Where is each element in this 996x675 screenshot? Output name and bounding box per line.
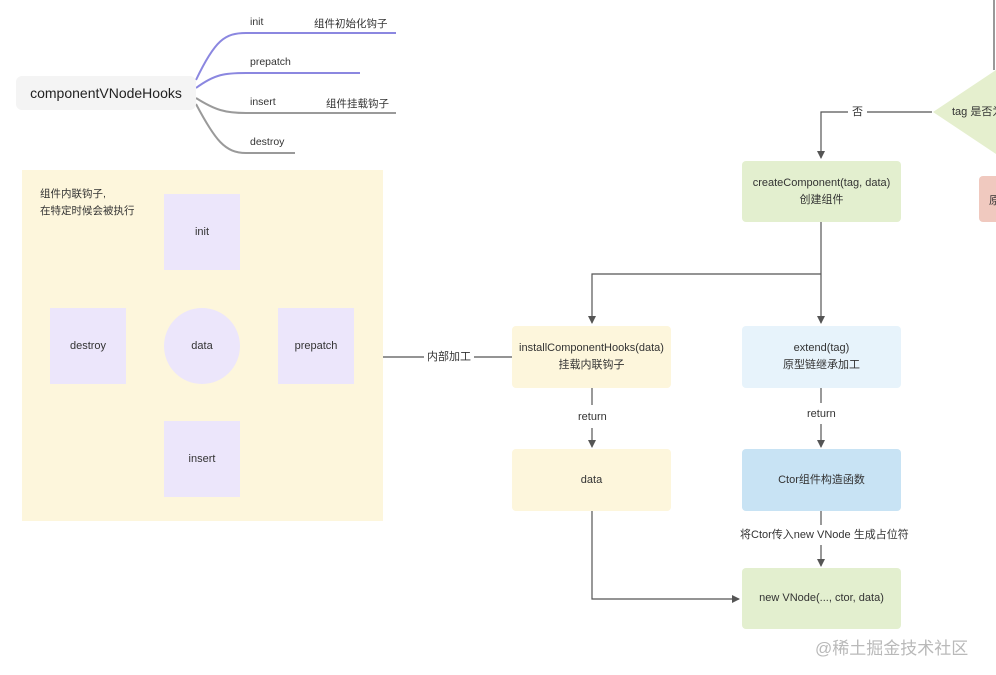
ctor-to-vnode-label: 将Ctor传入new VNode 生成占位符 bbox=[738, 528, 911, 542]
branch-insert-note: 组件挂载钩子 bbox=[326, 98, 389, 110]
branch-destroy-curve bbox=[195, 103, 295, 154]
return-left-label: return bbox=[576, 410, 609, 424]
hooks-panel-title-line1: 组件内联钩子, bbox=[40, 188, 106, 200]
hooks-panel-title-line2: 在特定时候会被执行 bbox=[40, 205, 135, 217]
create-component-box: createComponent(tag, data) 创建组件 bbox=[742, 161, 901, 222]
hook-destroy-box: destroy bbox=[50, 308, 126, 384]
internal-process-label: 内部加工 bbox=[424, 350, 474, 364]
hooks-panel-title: 组件内联钩子, 在特定时候会被执行 bbox=[40, 186, 135, 220]
decision-diamond bbox=[933, 70, 996, 154]
install-hooks-line1: installComponentHooks(data) bbox=[519, 342, 664, 354]
create-component-line2: 创建组件 bbox=[799, 193, 844, 206]
ctor-box: Ctor组件构造函数 bbox=[742, 449, 901, 511]
extend-line1: extend(tag) bbox=[793, 342, 850, 354]
hook-data-circle: data bbox=[164, 308, 240, 384]
branch-insert-label: insert bbox=[250, 96, 276, 108]
new-vnode-box: new VNode(..., ctor, data) bbox=[742, 568, 901, 629]
branch-destroy-label: destroy bbox=[250, 136, 285, 148]
branch-init-note: 组件初始化钩子 bbox=[314, 18, 388, 30]
branch-prepatch-curve bbox=[195, 72, 360, 89]
extend-line2: 原型链继承加工 bbox=[783, 359, 860, 371]
watermark: @稀土掘金技术社区 bbox=[815, 639, 969, 658]
mindmap-branches bbox=[195, 32, 396, 154]
install-hooks-line2: 挂载内联钩子 bbox=[558, 359, 625, 371]
hook-init-box: init bbox=[164, 194, 240, 270]
install-hooks-box: installComponentHooks(data) 挂载内联钩子 bbox=[512, 326, 671, 388]
branch-init-label: init bbox=[250, 16, 264, 28]
branch-insert-curve bbox=[195, 97, 396, 114]
hook-insert-box: insert bbox=[164, 421, 240, 497]
mindmap-root-label: componentVNodeHooks bbox=[30, 85, 182, 101]
return-right-label: return bbox=[805, 407, 838, 421]
clipped-right-box-text: 原 bbox=[989, 195, 996, 207]
decision-text: tag 是否为 bbox=[952, 106, 996, 118]
hook-prepatch-box: prepatch bbox=[278, 308, 354, 384]
create-component-line1: createComponent(tag, data) bbox=[752, 176, 891, 189]
mindmap-root: componentVNodeHooks bbox=[16, 76, 196, 110]
no-label: 否 bbox=[848, 105, 867, 119]
branch-init-curve bbox=[195, 32, 396, 81]
clipped-right-box: 原 bbox=[979, 176, 996, 222]
data-box: data bbox=[512, 449, 671, 511]
extend-box: extend(tag) 原型链继承加工 bbox=[742, 326, 901, 388]
branch-prepatch-label: prepatch bbox=[250, 56, 291, 68]
